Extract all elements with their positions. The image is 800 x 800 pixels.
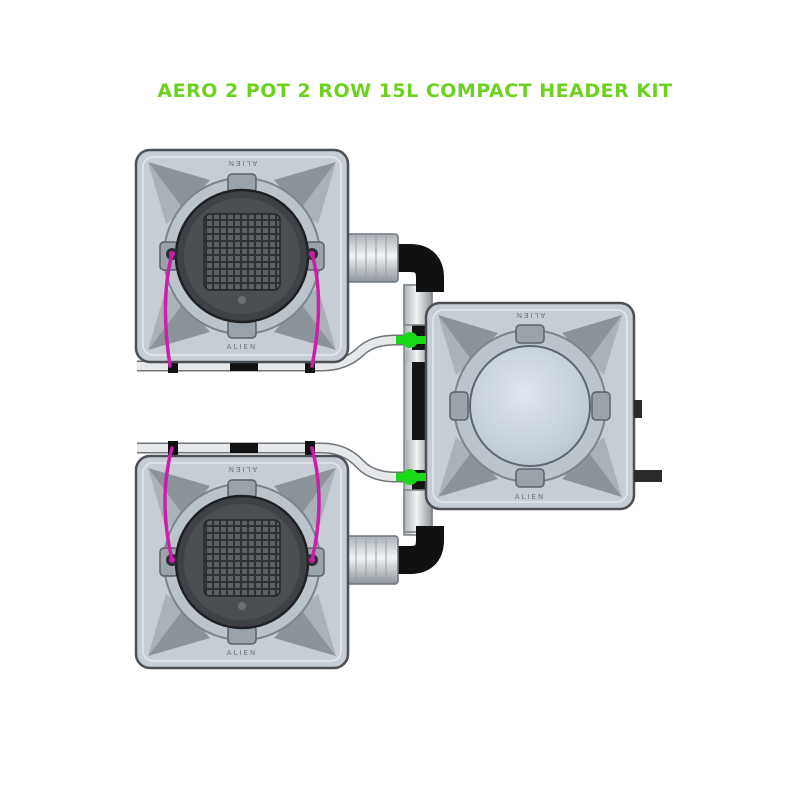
diagram-title: AERO 2 POT 2 ROW 15L COMPACT HEADER KIT	[157, 80, 673, 102]
header-fittings	[634, 400, 662, 482]
connector-icon	[396, 332, 426, 485]
brand-label-header-upper: ALIEN	[515, 311, 545, 319]
brand-label-bottom-pot-upper: ALIEN	[227, 465, 257, 473]
brand-label-top-pot-upper: ALIEN	[227, 159, 257, 167]
brand-label-bottom-pot-lower: ALIEN	[227, 649, 257, 657]
hose-elbow-bottom	[395, 526, 444, 574]
drip-line-top	[137, 334, 420, 373]
header-pot	[424, 301, 636, 511]
outlet-top	[345, 233, 399, 283]
pot-bottom	[134, 454, 350, 670]
brand-label-header-lower: ALIEN	[515, 493, 545, 501]
drip-wires	[163, 252, 321, 562]
outlet-bottom	[345, 535, 399, 585]
brand-label-top-pot-lower: ALIEN	[227, 343, 257, 351]
hose-elbow-top	[395, 244, 444, 292]
